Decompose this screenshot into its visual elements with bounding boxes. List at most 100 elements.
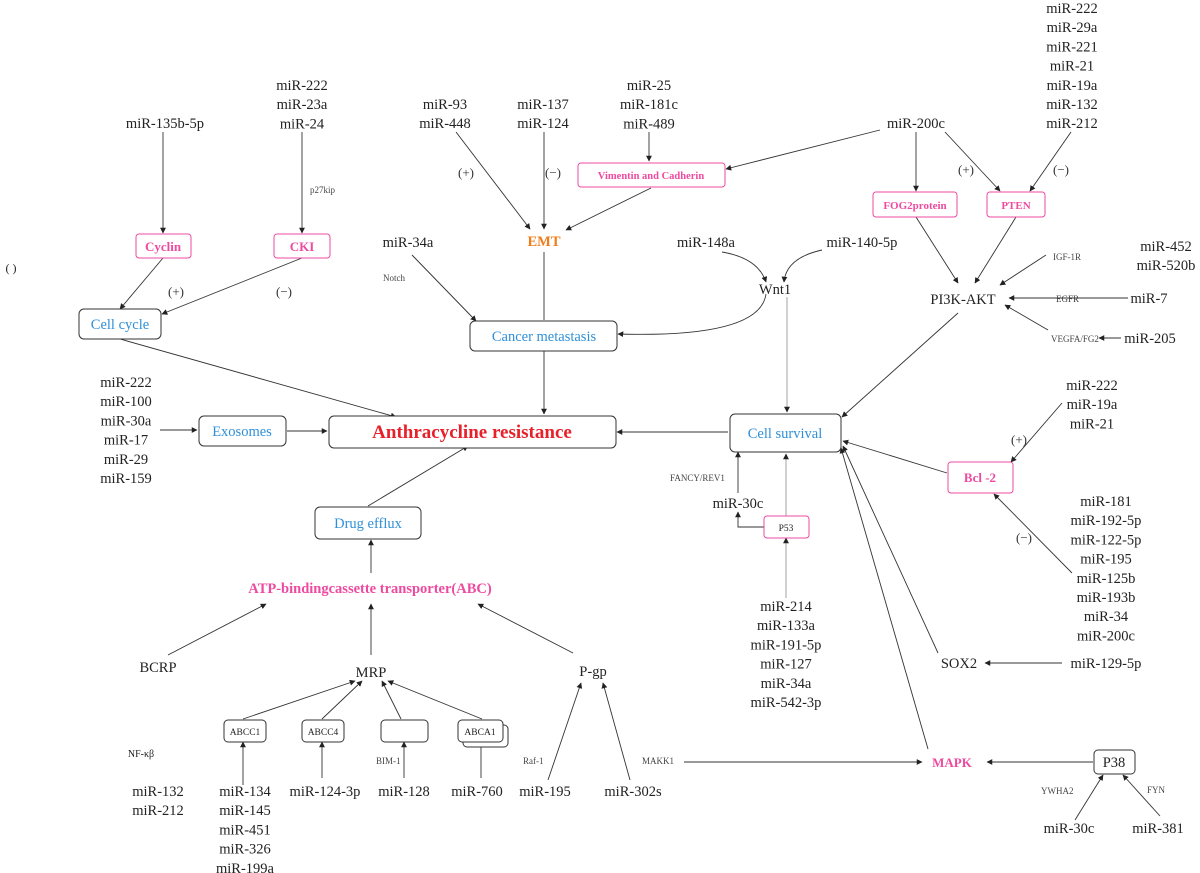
mirna-label: miR-30a	[101, 413, 152, 429]
mirna-label: miR-132	[1046, 97, 1098, 113]
edge-cyclin-cellcycle	[119, 257, 164, 310]
mirna-label: miR-448	[419, 116, 471, 132]
mirna-label: miR-195	[519, 784, 571, 800]
edge-mir30c-p38	[1074, 774, 1104, 821]
abca1-label: ABCA1	[464, 728, 495, 738]
blank-abc-box	[380, 719, 429, 743]
mirna-label: miR-21	[1050, 59, 1094, 75]
sign-plus-bcl2: (+)	[1011, 432, 1027, 447]
mirna-label: miR-191-5p	[751, 637, 822, 653]
edge-bcl2plus-bcl2	[1010, 402, 1063, 463]
abcc1-box	[223, 719, 267, 743]
mirna-label: miR-145	[219, 803, 271, 819]
mirna-label: miR-122-5p	[1071, 532, 1142, 548]
mirna-label: miR-125b	[1077, 571, 1136, 587]
mirna-label: miR-29	[104, 452, 148, 468]
mirna-label: miR-222	[1046, 1, 1098, 17]
cyclin-box	[135, 233, 192, 259]
mirna-label: miR-200c	[1077, 628, 1135, 644]
edge-sox2-survival	[842, 445, 939, 654]
edge-abcc4-mrp	[321, 680, 363, 720]
cyclin-label: Cyclin	[145, 239, 182, 254]
pten-box	[986, 191, 1046, 218]
edge-label-fancy: FANCY/REV1	[670, 473, 725, 483]
mapk-label: MAPK	[932, 755, 973, 770]
edge-wnt1-metastasis	[617, 293, 767, 338]
bcl2-box	[947, 461, 1014, 494]
abcc4-label: ABCC4	[308, 728, 339, 738]
central-label: Anthracycline resistance	[372, 422, 572, 443]
edge-label-ywha2: YWHA2	[1041, 786, 1074, 796]
mirna-group: miR-30c	[1044, 821, 1095, 837]
mirna-group: miR-205	[1124, 331, 1176, 347]
edge-pgp-abc	[477, 603, 574, 654]
mirna-group: miR-129-5p	[1071, 656, 1142, 672]
mirna-label: miR-124-3p	[290, 784, 361, 800]
paren-label: ( )	[6, 261, 17, 275]
edge-mir34a-metastasis	[411, 254, 477, 322]
mirna-group: miR-128	[378, 784, 430, 800]
abc-label: ATP-bindingcassette transporter(ABC)	[248, 581, 492, 597]
mirna-label: miR-135b-5p	[126, 116, 204, 132]
sign-minus-cellcycle: (−)	[276, 284, 292, 299]
mirna-label: miR-199a	[216, 861, 275, 873]
p53-label: P53	[779, 524, 794, 534]
edge-pi3k-survival	[841, 312, 959, 418]
mirna-label: miR-137	[517, 97, 569, 113]
cell-survival-box	[729, 413, 842, 453]
edge-emtplus-emt	[455, 131, 531, 230]
edge-mir195-pgp	[547, 682, 583, 781]
mirna-group: miR-381	[1132, 821, 1184, 837]
mirna-label: miR-19a	[1047, 78, 1098, 94]
mirna-group: miR-7	[1130, 291, 1167, 307]
mirna-label: miR-128	[378, 784, 430, 800]
edge-label-raf1: Raf-1	[523, 756, 544, 766]
edge-mir381-p38	[1122, 774, 1161, 817]
mirna-label: miR-24	[280, 116, 325, 132]
edge-mapk-survival	[839, 447, 929, 750]
mirna-label: miR-195	[1080, 552, 1132, 568]
edge-abcc1-mrp	[242, 679, 356, 720]
edges	[119, 129, 1161, 821]
mirna-label: miR-19a	[1067, 397, 1118, 413]
edge-label-fyn: FYN	[1147, 785, 1166, 795]
abcc4-box	[301, 719, 345, 743]
edge-label-vegfa: VEGFA/FG2	[1051, 334, 1099, 344]
mirna-label: miR-200c	[887, 116, 945, 132]
p38-box	[1093, 749, 1136, 775]
mirna-label: miR-181c	[620, 97, 678, 113]
cancer-metastasis-label: Cancer metastasis	[492, 329, 597, 345]
mirna-label: miR-542-3p	[751, 695, 822, 711]
mirna-label: miR-129-5p	[1071, 656, 1142, 672]
edge-label-makk1: MAKK1	[642, 756, 674, 766]
mirna-label: miR-29a	[1047, 20, 1098, 36]
edge-vim-emt	[565, 187, 652, 231]
mirna-label: miR-133a	[757, 618, 816, 634]
sign-plus-pten: (+)	[958, 162, 974, 177]
mirna-group: miR-124-3p	[290, 784, 361, 800]
mirna-group: miR-34a	[383, 235, 434, 251]
nfkb-label: NF-κβ	[128, 749, 154, 760]
mirna-label: miR-193b	[1077, 590, 1136, 606]
mirna-group: miR-195	[519, 784, 571, 800]
mirna-label: miR-214	[760, 599, 812, 615]
mirna-label: miR-127	[760, 657, 812, 673]
emt-label: EMT	[527, 234, 560, 250]
mirna-label: miR-326	[219, 842, 271, 858]
edge-igf1r-pi3k	[999, 254, 1047, 286]
mirna-label: miR-159	[100, 471, 152, 487]
mirna-group: miR-30c	[713, 496, 764, 512]
edge-label-p27kip: p27kip	[310, 185, 336, 195]
edge-label-bim1: BIM-1	[376, 756, 401, 766]
mirna-label: miR-34a	[383, 235, 434, 251]
mirna-label: miR-140-5p	[827, 235, 898, 251]
mirna-label: miR-212	[132, 803, 184, 819]
exosomes-label: Exosomes	[212, 424, 272, 440]
p53-box	[763, 515, 810, 539]
